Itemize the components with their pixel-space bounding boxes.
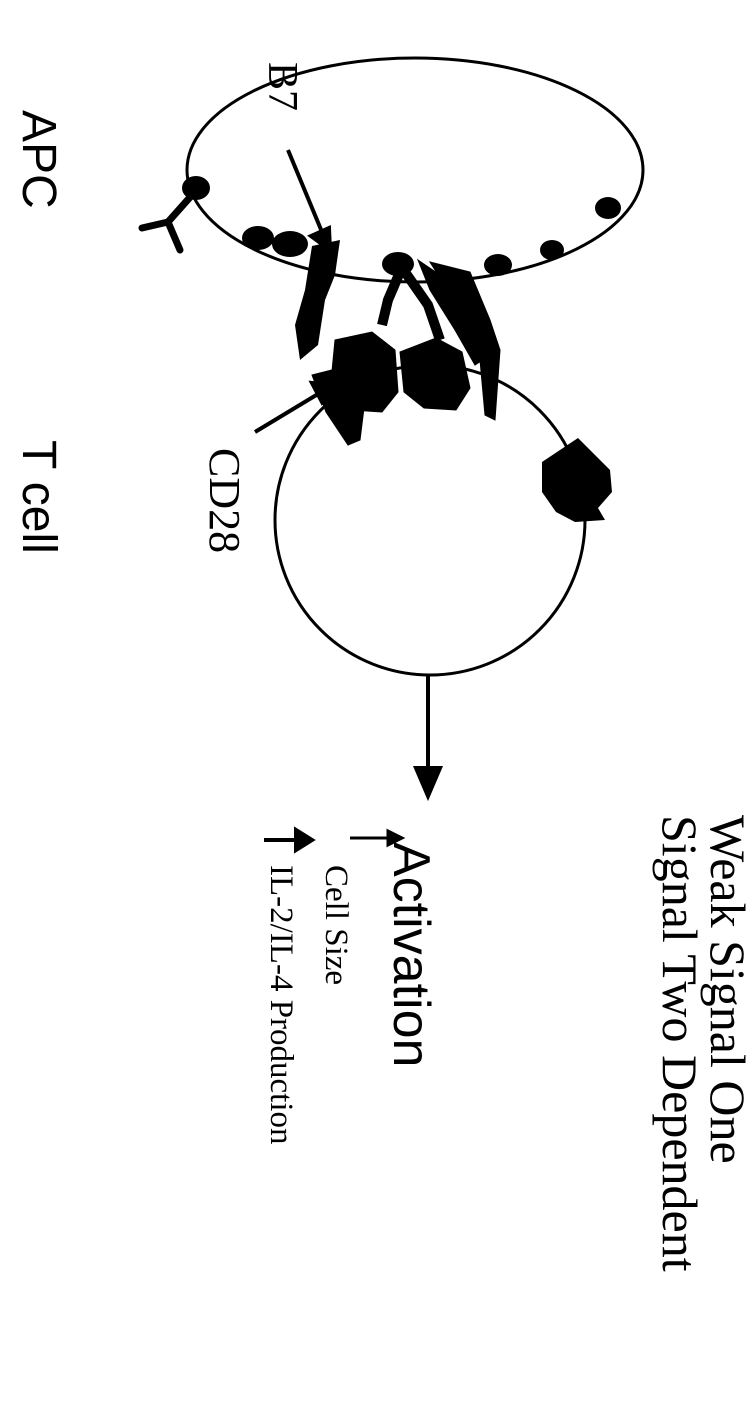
cd28-arrow-icon: [253, 380, 338, 434]
tcr-complex-icon: [311, 258, 501, 446]
t-cell-outline: [273, 363, 587, 677]
cell-size-label: Cell Size: [318, 865, 354, 986]
activation-arrow-icon: [412, 676, 444, 802]
title-line-2: Signal Two Dependent: [652, 815, 708, 1272]
activation-label: Activation: [382, 842, 440, 1068]
cd28-label: CD28: [200, 448, 249, 554]
cell-size-increase-arrow-icon: [350, 828, 406, 848]
b7-molecule-icon: [295, 240, 340, 360]
il-production-label: IL-2/IL-4 Production: [263, 865, 299, 1145]
title-line-1: Weak Signal One: [700, 815, 755, 1164]
b7-arrow-icon: [286, 149, 333, 255]
apc-surface-molecule-icon: [182, 176, 210, 200]
apc-surface-molecules: [242, 197, 621, 276]
apc-y-receptor-icon: [138, 191, 196, 254]
t-cell-surface-molecule-icon: [542, 438, 612, 522]
t-cell-label: T cell: [12, 440, 65, 554]
apc-label: APC: [12, 110, 65, 209]
production-increase-arrow-icon: [264, 826, 316, 854]
b7-label: B7: [259, 62, 305, 112]
